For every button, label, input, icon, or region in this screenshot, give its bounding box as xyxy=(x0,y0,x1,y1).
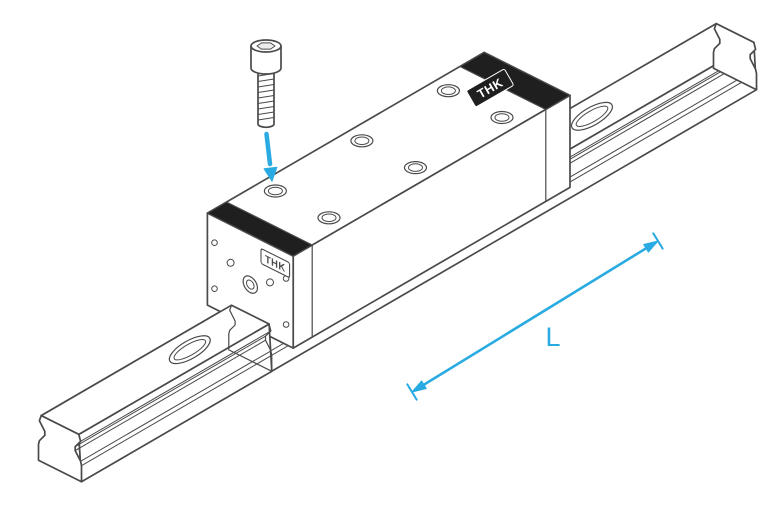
insertion-arrow-head xyxy=(263,166,278,182)
slot-through-hole xyxy=(575,105,609,127)
dimension-arrowhead-start xyxy=(411,380,427,393)
threaded-hole xyxy=(263,184,287,198)
end-plate-screw xyxy=(282,321,290,328)
insertion-arrow-line xyxy=(264,131,273,167)
hole-outer xyxy=(350,134,374,148)
dimension-tick xyxy=(406,383,418,401)
rail-groove-line xyxy=(80,350,272,462)
slot-counterbore xyxy=(168,335,211,365)
hole-outer xyxy=(403,161,428,175)
hole-outer xyxy=(490,110,514,125)
hole-outer xyxy=(263,184,287,198)
slot-through-hole xyxy=(173,339,207,361)
rail-far-end-profile xyxy=(712,22,758,91)
thk-logo-plate xyxy=(466,69,514,107)
slot-counterbore xyxy=(570,101,614,131)
hole-thread xyxy=(440,86,456,95)
dimension-tick xyxy=(652,232,664,250)
hole-thread xyxy=(267,186,283,196)
threaded-hole xyxy=(403,161,428,175)
hole-outer xyxy=(436,84,460,98)
threaded-hole xyxy=(350,134,374,148)
threaded-hole xyxy=(317,211,341,225)
rail-mounting-slot xyxy=(570,101,614,131)
dimension-line xyxy=(419,244,651,389)
hole-outer xyxy=(317,211,341,225)
length-dimension: L xyxy=(406,232,664,401)
mounting-bolt xyxy=(250,39,282,129)
hole-thread xyxy=(408,163,423,172)
dimension-label: L xyxy=(545,322,560,352)
threaded-hole xyxy=(436,84,460,98)
rail-front-segment xyxy=(37,304,273,483)
bolt-thread-line xyxy=(257,78,275,82)
carriage-block: THK THK xyxy=(206,51,571,349)
block-mounting-holes xyxy=(263,84,514,225)
grease-nipple-hole xyxy=(246,279,255,290)
rail-near-end-profile xyxy=(37,414,83,483)
bolt-thread-line xyxy=(257,106,275,110)
end-seal-far xyxy=(459,51,571,111)
grease-nipple-boss xyxy=(242,275,259,294)
bolt-thread-line xyxy=(257,89,275,93)
bolt-thread-line xyxy=(257,95,275,99)
thk-logo-end-plate: THK xyxy=(260,248,291,278)
threaded-hole xyxy=(490,110,514,125)
end-plate-screw xyxy=(211,285,218,293)
piping-port xyxy=(226,258,235,267)
rail-block-intersection-profile xyxy=(228,304,273,372)
rail-groove-line xyxy=(81,354,273,467)
bolt-head-side xyxy=(250,45,282,75)
rail-mounting-slot xyxy=(168,335,211,365)
hole-thread xyxy=(321,213,337,223)
bolt-thread-line xyxy=(257,84,275,88)
hex-socket xyxy=(256,42,276,50)
rail-groove-line xyxy=(74,335,266,448)
thk-logo-frame xyxy=(260,248,291,278)
rail-groove-line xyxy=(74,339,266,452)
piping-port xyxy=(266,278,274,287)
bolt-thread-line xyxy=(257,111,275,115)
line-art: THK THK xyxy=(37,22,758,483)
bolt-thread-line xyxy=(257,117,275,121)
end-plate-screw xyxy=(211,239,218,246)
dimension-arrowhead-end xyxy=(643,240,659,253)
rail-groove-line xyxy=(80,330,272,442)
hole-thread xyxy=(354,136,370,146)
hole-thread xyxy=(494,113,510,122)
bolt-thread-line xyxy=(257,100,275,104)
insertion-arrow xyxy=(263,131,278,182)
